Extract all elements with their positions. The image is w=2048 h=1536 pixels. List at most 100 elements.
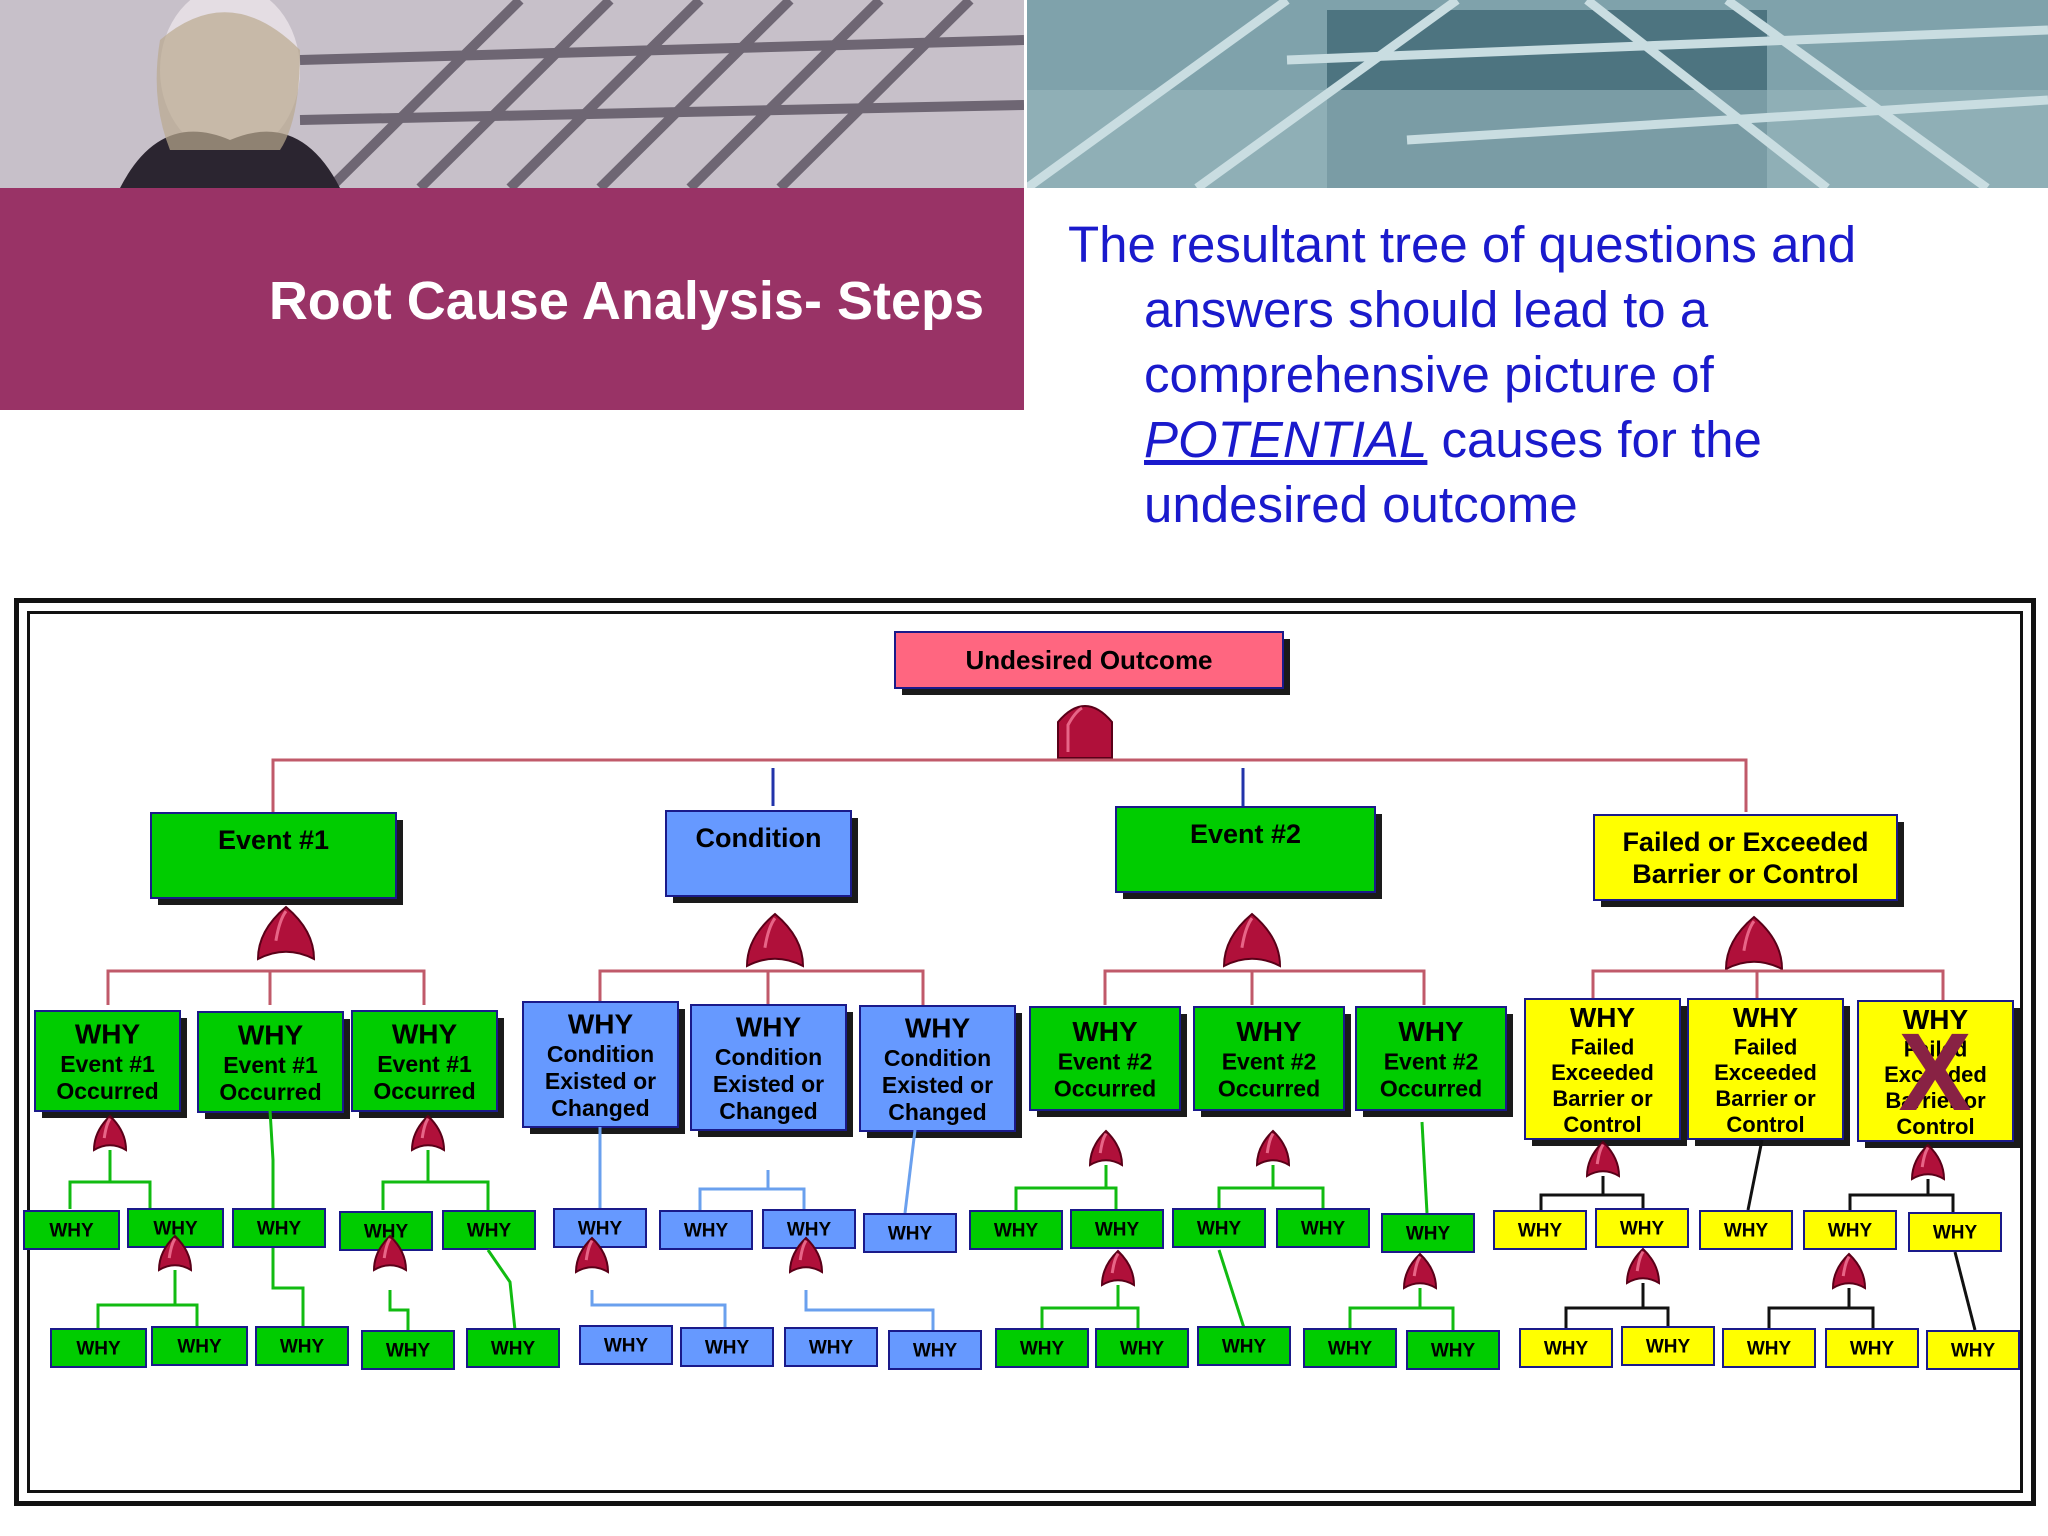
node-label: WHY [905,1013,971,1044]
node-label: Event #1 [377,1051,472,1077]
node-label: Condition [715,1044,822,1070]
why-box: WHY [50,1328,147,1368]
node-label: WHY [76,1339,121,1360]
node-label: Condition [696,823,822,853]
body-text: The resultant tree of questions and answ… [1068,212,2028,537]
why-box: WHY [1519,1328,1613,1368]
node-label: Occurred [1218,1076,1320,1102]
node-label: WHY [1406,1224,1451,1245]
body-line-1: The resultant tree of questions and [1068,216,1857,273]
or-gate-icon [1585,1140,1621,1178]
why-box: WHY [1803,1210,1897,1250]
node-label: WHY [257,1219,302,1240]
connector-line [271,1248,305,1328]
body-line-2: answers should lead to a [1144,281,1709,338]
node-label: WHY [1222,1337,1267,1358]
connector-line [486,1249,517,1331]
node-label: Event #1 [223,1052,318,1078]
why-box: WHY [680,1327,774,1367]
connector-line [1746,1139,1764,1211]
why-box: WHY [1595,1208,1689,1248]
node-label: Changed [551,1095,649,1121]
node-label: WHY [177,1337,222,1358]
why-box: WHY [1926,1330,2020,1370]
node-label: Changed [888,1099,986,1125]
node-label: Control [1563,1112,1641,1137]
node-label: WHY [1544,1339,1589,1360]
node-label: WHY [1620,1219,1665,1240]
cross-out-mark: X [1898,1011,1971,1134]
or-gate-icon [1625,1247,1661,1285]
connector-line [1217,1249,1246,1329]
or-gate-icon [410,1114,446,1152]
or-gate-icon [745,912,805,968]
or-gate-icon [256,905,316,961]
connector-line [1564,1306,1670,1328]
node-label: Condition [547,1041,654,1067]
node-label: WHY [75,1019,141,1050]
node-label: WHY [913,1341,958,1362]
branch-box-2: Condition [665,810,858,903]
why-box: WHY [255,1326,349,1366]
node-label: Occurred [219,1079,321,1105]
connector-line [1848,1193,1955,1212]
node-label: WHY [1951,1341,1996,1362]
connector-line [381,1180,490,1210]
or-gate-icon [1402,1252,1438,1290]
why-box: WHY [232,1208,326,1248]
why-box: WHY [659,1210,753,1250]
why-box: WHY [1381,1213,1475,1253]
node-label: WHY [604,1336,649,1357]
node-label: Undesired Outcome [965,645,1212,675]
node-label: Failed [1904,1036,1968,1061]
node-label: Barrier or [1715,1086,1816,1111]
header-photo-left [0,0,1024,188]
node-label: Control [1726,1112,1804,1137]
connector-line [1348,1306,1455,1330]
or-gate-icon [1222,912,1282,968]
node-label: WHY [1301,1219,1346,1240]
node-label: WHY [1398,1016,1464,1047]
connector-line [804,1290,935,1330]
node-label: WHY [491,1339,536,1360]
node-label: WHY [467,1221,512,1242]
or-gate-icon [1910,1143,1946,1181]
node-label: Control [1896,1114,1974,1139]
why-box: WHY [1197,1326,1291,1366]
connector-line [1591,969,1945,1005]
why-box: WHY [553,1208,647,1248]
or-gate-icon [574,1236,610,1274]
node-label: WHY [1570,1002,1636,1033]
node-label: WHY [1903,1004,1969,1035]
or-gate-icon [157,1234,193,1272]
node-label: WHY [392,1019,458,1050]
node-label: Occurred [373,1078,475,1104]
node-label: WHY [1236,1016,1302,1047]
node-label: WHY [1072,1016,1138,1047]
node-label: WHY [1095,1220,1140,1241]
node-label: Changed [719,1098,817,1124]
node-label: Barrier or Control [1632,859,1859,889]
node-label: Existed or [713,1071,824,1097]
why-box: WHY [151,1326,248,1366]
node-label: WHY [1747,1339,1792,1360]
node-label: WHY [238,1020,304,1051]
node-label: Existed or [545,1068,656,1094]
connector-line [1539,1193,1645,1210]
node-label: Barrier or [1552,1086,1653,1111]
or-gate-icon [1100,1249,1136,1287]
connector-line [68,1180,152,1209]
connector-line [268,1109,275,1208]
why-box: WHY [1722,1328,1816,1368]
node-label: WHY [684,1221,729,1242]
branch-box-3: Event #2 [1115,806,1382,899]
